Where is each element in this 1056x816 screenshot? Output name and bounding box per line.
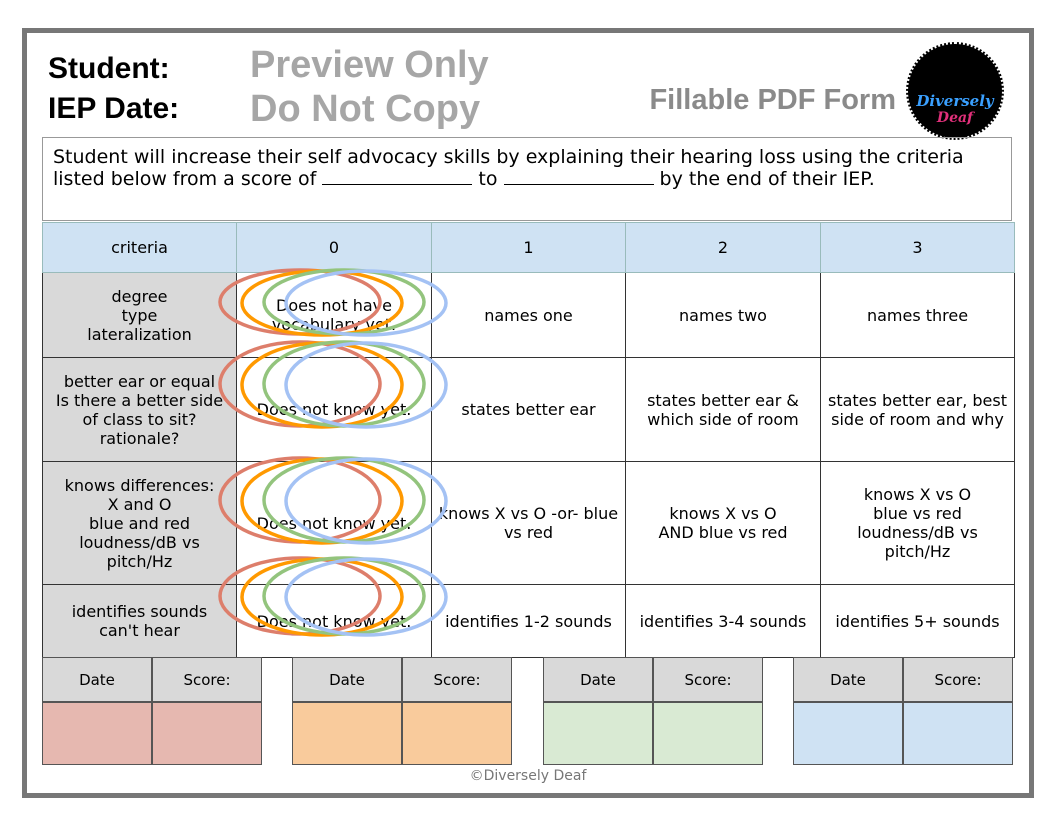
score-cell[interactable]: Does not know yet.: [236, 584, 432, 658]
date-label: Date: [793, 657, 903, 702]
start-score-field[interactable]: [322, 168, 473, 185]
criteria-cell: better ear or equal Is there a better si…: [42, 357, 237, 462]
date-label: Date: [543, 657, 653, 702]
criteria-cell: identifies sounds can't hear: [42, 584, 237, 658]
date-field[interactable]: [793, 702, 903, 765]
score-cell[interactable]: identifies 5+ sounds: [820, 584, 1015, 658]
date-label: Date: [292, 657, 402, 702]
score-label: Score:: [402, 657, 512, 702]
date-field[interactable]: [543, 702, 653, 765]
score-field[interactable]: [903, 702, 1013, 765]
diversely-deaf-logo: Diversely Deaf: [906, 42, 1004, 140]
score-cell[interactable]: Does not know yet.: [236, 357, 432, 462]
goal-text-1: Student will increase their self advocac…: [53, 146, 964, 190]
logo-text-2: Deaf: [936, 110, 974, 126]
score-cell[interactable]: Does not have vocabulary yet.: [236, 272, 432, 358]
score-cell[interactable]: Does not know yet.: [236, 461, 432, 585]
score-cell[interactable]: states better ear, best side of room and…: [820, 357, 1015, 462]
score-field[interactable]: [402, 702, 512, 765]
column-header: criteria: [42, 222, 237, 273]
goal-statement: Student will increase their self advocac…: [42, 137, 1012, 221]
score-cell[interactable]: identifies 3-4 sounds: [625, 584, 821, 658]
date-field[interactable]: [42, 702, 152, 765]
score-label: Score:: [653, 657, 763, 702]
logo-text-1: Diversely: [916, 92, 994, 110]
score-cell[interactable]: states better ear & which side of room: [625, 357, 821, 462]
fillable-pdf-label: Fillable PDF Form: [649, 84, 896, 116]
score-cell[interactable]: knows X vs O -or- blue vs red: [431, 461, 626, 585]
score-cell[interactable]: identifies 1-2 sounds: [431, 584, 626, 658]
column-header: 1: [431, 222, 626, 273]
column-header: 2: [625, 222, 821, 273]
criteria-cell: degree type lateralization: [42, 272, 237, 358]
column-header: 3: [820, 222, 1015, 273]
copyright: ©Diversely Deaf: [469, 768, 587, 784]
score-field[interactable]: [653, 702, 763, 765]
score-cell[interactable]: names three: [820, 272, 1015, 358]
score-cell[interactable]: names one: [431, 272, 626, 358]
goal-text-3: by the end of their IEP.: [659, 168, 875, 190]
iep-date-label: IEP Date:: [48, 92, 180, 125]
score-cell[interactable]: knows X vs O blue vs red loudness/dB vs …: [820, 461, 1015, 585]
column-header: 0: [236, 222, 432, 273]
score-label: Score:: [152, 657, 262, 702]
page-frame: [22, 28, 1034, 798]
criteria-cell: knows differences: X and O blue and red …: [42, 461, 237, 585]
student-label: Student:: [48, 52, 170, 85]
score-cell[interactable]: states better ear: [431, 357, 626, 462]
date-field[interactable]: [292, 702, 402, 765]
score-label: Score:: [903, 657, 1013, 702]
score-field[interactable]: [152, 702, 262, 765]
end-score-field[interactable]: [503, 168, 654, 185]
goal-text-2: to: [478, 168, 498, 190]
score-cell[interactable]: names two: [625, 272, 821, 358]
score-cell[interactable]: knows X vs O AND blue vs red: [625, 461, 821, 585]
table-row: better ear or equal Is there a better si…: [42, 357, 1015, 462]
date-label: Date: [42, 657, 152, 702]
table-row: knows differences: X and O blue and red …: [42, 461, 1015, 585]
